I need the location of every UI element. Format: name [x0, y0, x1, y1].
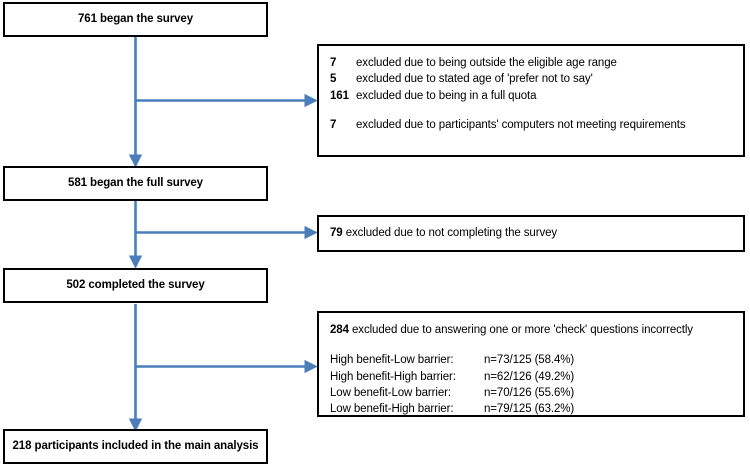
exclusion-reason: excluded due to stated age of 'prefer no…	[356, 73, 593, 86]
exclusion-count: 161	[330, 89, 349, 102]
exclusion-reason: excluded due to answering one or more 'c…	[352, 324, 693, 336]
breakdown-value: n=73/125 (58.4%)	[484, 354, 575, 367]
breakdown-row: Low benefit-High barrier: n=79/125 (63.2%…	[330, 401, 743, 417]
flow-node-began-survey: 761 began the survey	[3, 2, 268, 37]
flow-node-completed-survey: 502 completed the survey	[3, 268, 268, 303]
exclusion-reason: excluded due to being outside the eligib…	[356, 57, 617, 69]
exclusion-line: 7 excluded due to participants' computers…	[330, 117, 743, 133]
breakdown-condition: High benefit-High barrier:	[330, 370, 456, 383]
exclusion-line: 5 excluded due to stated age of 'prefer n…	[330, 71, 743, 87]
breakdown-value: n=70/126 (55.6%)	[484, 386, 575, 399]
breakdown-value: n=79/125 (63.2%)	[484, 403, 575, 416]
breakdown-row: High benefit-High barrier: n=62/126 (49.2…	[330, 369, 743, 385]
exclusion-line: 79 excluded due to not completing the su…	[330, 225, 743, 241]
exclusion-box-incomplete: 79 excluded due to not completing the su…	[317, 215, 745, 252]
exclusion-reason: excluded due to not completing the surve…	[345, 227, 558, 239]
flow-node-began-full-survey: 581 began the full survey	[3, 166, 268, 201]
exclusion-line: 161 excluded due to being in a full quota	[330, 88, 743, 104]
flow-node-completed-survey-text: 502 completed the survey	[66, 278, 205, 291]
exclusion-heading: 284 excluded due to answering one or mor…	[330, 322, 743, 338]
exclusion-line: 7 excluded due to being outside the eligi…	[330, 55, 743, 71]
flow-node-began-full-survey-text: 581 began the full survey	[68, 176, 203, 189]
breakdown-condition: Low benefit-Low barrier:	[330, 386, 451, 399]
flow-node-included-analysis: 218 participants included in the main an…	[3, 429, 268, 464]
exclusion-box-screening: 7 excluded due to being outside the eligi…	[317, 44, 745, 157]
exclusion-blank-line	[330, 104, 743, 117]
breakdown-row: Low benefit-Low barrier: n=70/126 (55.6%)	[330, 385, 743, 401]
exclusion-box-check-questions: 284 excluded due to answering one or mor…	[317, 311, 745, 417]
breakdown-condition: High benefit-Low barrier:	[330, 354, 454, 367]
breakdown-value: n=62/126 (49.2%)	[484, 370, 575, 383]
exclusion-count: 7	[330, 57, 337, 69]
exclusion-reason: excluded due to participants' computers …	[356, 118, 686, 131]
exclusion-reason: excluded due to being in a full quota	[356, 89, 537, 102]
exclusion-count: 5	[330, 73, 337, 86]
flow-node-began-survey-text: 761 began the survey	[78, 12, 193, 25]
breakdown-condition: Low benefit-High barrier:	[330, 403, 454, 416]
exclusion-count: 7	[330, 118, 337, 131]
exclusion-breakdown-table: High benefit-Low barrier: n=73/125 (58.4%…	[330, 352, 743, 417]
exclusion-count: 79	[330, 227, 343, 239]
exclusion-count: 284	[330, 324, 349, 336]
flow-node-included-analysis-text: 218 participants included in the main an…	[12, 439, 259, 452]
breakdown-row: High benefit-Low barrier: n=73/125 (58.4%…	[330, 352, 743, 368]
